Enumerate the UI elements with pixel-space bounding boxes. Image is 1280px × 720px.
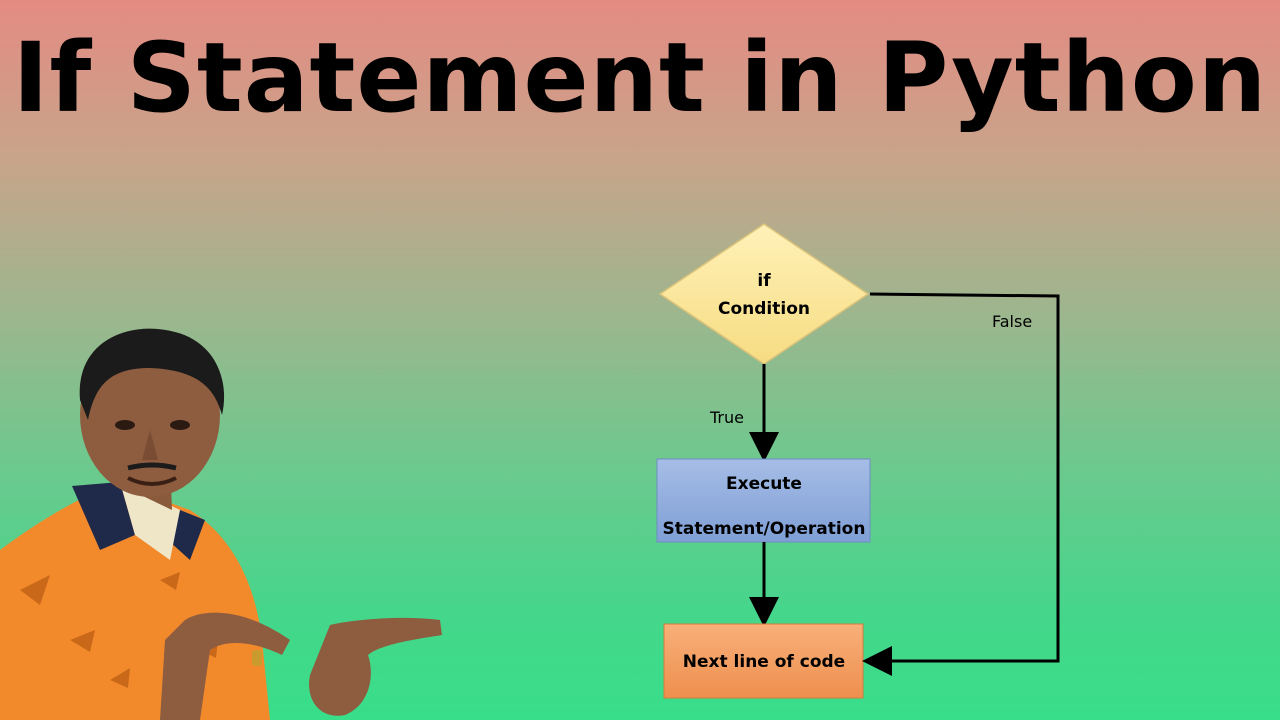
true-label: True [709, 408, 744, 427]
presenter-photo [0, 320, 460, 720]
end-node: Next line of code [664, 624, 863, 698]
false-label: False [992, 312, 1032, 331]
process-node: Execute Statement/Operation [657, 459, 870, 542]
decision-label-condition: Condition [718, 299, 810, 319]
end-label: Next line of code [683, 652, 845, 672]
decision-label-if: if [757, 271, 771, 291]
process-label-statement: Statement/Operation [663, 519, 866, 539]
false-edge [868, 294, 1058, 661]
decision-node: if Condition [660, 224, 868, 364]
process-label-execute: Execute [726, 474, 802, 494]
